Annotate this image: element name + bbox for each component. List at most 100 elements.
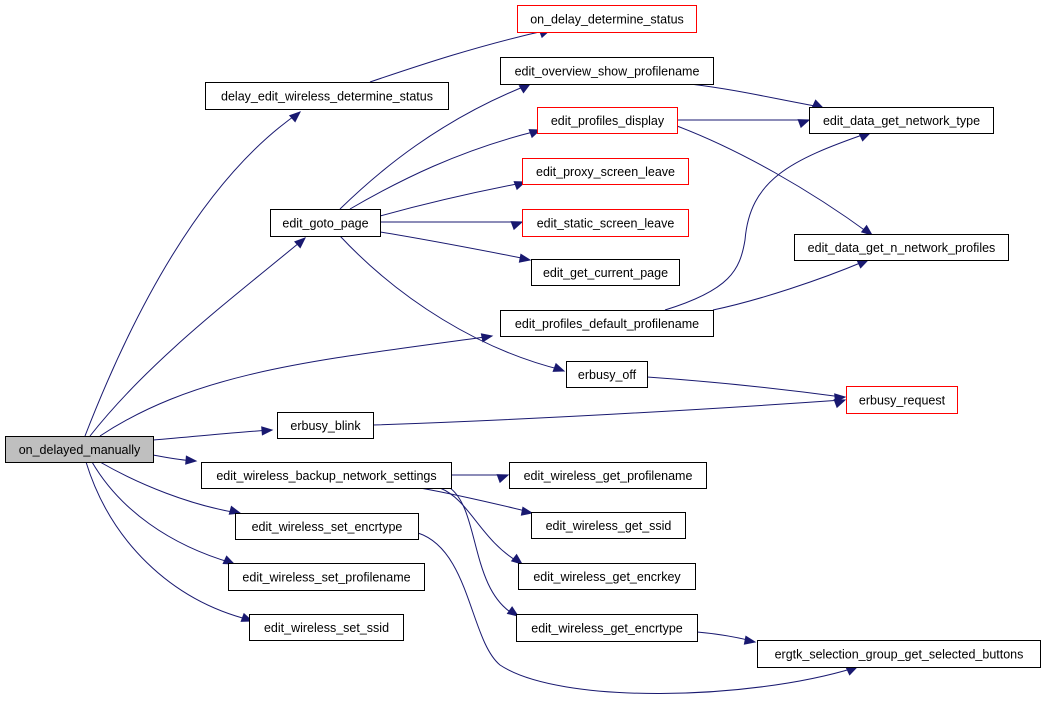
edge-edit-wireless-backup-network-settings-to-edit-wireless-get-ssid (419, 487, 534, 516)
node-edit-profiles-display[interactable]: edit_profiles_display (537, 107, 678, 134)
arrowhead-icon (860, 224, 874, 236)
node-box[interactable] (509, 462, 707, 489)
edge-line (379, 231, 528, 260)
edge-line (349, 130, 538, 210)
node-ergtk-selection-group-get-selected-buttons[interactable]: ergtk_selection_group_get_selected_butto… (757, 640, 1041, 668)
arrowhead-icon (552, 362, 566, 372)
arrowhead-icon (480, 333, 494, 343)
edge-erbusy-blink-to-erbusy-request (372, 399, 847, 426)
node-box[interactable] (757, 640, 1041, 668)
edge-line (439, 487, 521, 564)
edge-line (664, 132, 869, 311)
edge-edit-wireless-set-encrtype-to-ergtk-selection-group-get-selected-buttons (417, 532, 859, 694)
node-edit-wireless-get-ssid[interactable]: edit_wireless_get_ssid (531, 512, 686, 539)
node-edit-profiles-default-profilename[interactable]: edit_profiles_default_profilename (500, 310, 714, 337)
node-edit-proxy-screen-leave[interactable]: edit_proxy_screen_leave (522, 158, 689, 185)
edge-line (449, 487, 516, 616)
node-box[interactable] (500, 57, 714, 85)
node-label: edit_data_get_n_network_profiles (808, 241, 996, 255)
node-erbusy-off[interactable]: erbusy_off (566, 361, 648, 388)
node-box[interactable] (270, 209, 381, 237)
node-box[interactable] (205, 82, 449, 110)
arrowhead-icon (833, 399, 847, 409)
node-label: edit_proxy_screen_leave (536, 165, 675, 179)
edge-line (85, 461, 251, 621)
node-edit-overview-show-profilename[interactable]: edit_overview_show_profilename (500, 57, 714, 85)
node-edit-data-get-n-network-profiles[interactable]: edit_data_get_n_network_profiles (794, 234, 1009, 261)
node-label: erbusy_request (859, 394, 946, 408)
node-box[interactable] (566, 361, 648, 388)
node-box[interactable] (518, 563, 696, 590)
edge-line (417, 532, 855, 694)
node-edit-wireless-get-encrtype[interactable]: edit_wireless_get_encrtype (516, 614, 698, 642)
edge-line (379, 182, 523, 217)
arrowhead-icon (288, 111, 302, 123)
node-box[interactable] (537, 107, 678, 134)
edge-line (152, 429, 271, 441)
node-label: edit_goto_page (282, 217, 368, 231)
arrowhead-icon (496, 474, 510, 484)
node-box[interactable] (522, 158, 689, 185)
node-on-delayed-manually[interactable]: on_delayed_manually (5, 436, 154, 463)
node-box[interactable] (201, 462, 452, 489)
node-label: edit_static_screen_leave (537, 217, 675, 231)
edge-line (696, 631, 753, 642)
node-box[interactable] (531, 512, 686, 539)
node-label: edit_wireless_set_encrtype (252, 520, 403, 534)
node-label: edit_profiles_display (551, 114, 665, 128)
node-box[interactable] (228, 563, 425, 591)
node-label: edit_wireless_get_encrkey (533, 570, 681, 584)
edge-edit-wireless-get-encrtype-to-ergtk-selection-group-get-selected-buttons (696, 631, 757, 645)
node-box[interactable] (500, 310, 714, 337)
edge-line (689, 83, 822, 108)
edge-on-delayed-manually-to-edit-goto-page (89, 237, 307, 437)
node-box[interactable] (531, 259, 680, 286)
node-box[interactable] (794, 234, 1009, 261)
node-box[interactable] (235, 513, 419, 540)
node-edit-wireless-get-encrkey[interactable]: edit_wireless_get_encrkey (518, 563, 696, 590)
node-label: on_delayed_manually (19, 443, 141, 457)
node-box[interactable] (5, 436, 154, 463)
node-edit-wireless-get-profilename[interactable]: edit_wireless_get_profilename (509, 462, 707, 489)
edges-layer (84, 29, 874, 694)
edge-line (372, 399, 843, 426)
node-on-delay-determine-status[interactable]: on_delay_determine_status (517, 5, 697, 33)
node-label: erbusy_off (578, 368, 637, 382)
node-delay-edit-wireless-determine-status[interactable]: delay_edit_wireless_determine_status (205, 82, 449, 110)
node-box[interactable] (249, 614, 404, 641)
edge-edit-profiles-display-to-edit-data-get-n-network-profiles (676, 125, 874, 236)
node-edit-wireless-set-encrtype[interactable]: edit_wireless_set_encrtype (235, 513, 419, 540)
node-erbusy-blink[interactable]: erbusy_blink (277, 412, 374, 439)
node-edit-wireless-set-profilename[interactable]: edit_wireless_set_profilename (228, 563, 425, 591)
node-box[interactable] (516, 614, 698, 642)
edge-line (712, 260, 866, 311)
node-box[interactable] (277, 412, 374, 439)
node-label: erbusy_blink (290, 419, 361, 433)
arrowhead-icon (743, 635, 757, 645)
arrowhead-icon (510, 221, 524, 231)
node-edit-wireless-backup-network-settings[interactable]: edit_wireless_backup_network_settings (201, 462, 452, 489)
arrowhead-icon (185, 455, 198, 465)
node-erbusy-request[interactable]: erbusy_request (846, 386, 958, 414)
node-label: ergtk_selection_group_get_selected_butto… (775, 648, 1024, 662)
arrowhead-icon (294, 237, 307, 249)
edge-edit-wireless-backup-network-settings-to-edit-wireless-get-encrkey (439, 487, 524, 565)
arrowhead-icon (845, 666, 859, 676)
node-label: edit_wireless_backup_network_settings (216, 469, 436, 483)
edge-edit-goto-page-to-edit-proxy-screen-leave (379, 181, 527, 217)
arrowhead-icon (518, 83, 532, 94)
edge-line (89, 237, 306, 437)
edge-edit-overview-show-profilename-to-edit-data-get-network-type (689, 83, 825, 109)
node-edit-get-current-page[interactable]: edit_get_current_page (531, 259, 680, 286)
node-edit-static-screen-leave[interactable]: edit_static_screen_leave (522, 209, 689, 237)
edge-line (99, 335, 493, 437)
node-box[interactable] (846, 386, 958, 414)
node-box[interactable] (517, 5, 697, 33)
node-box[interactable] (522, 209, 689, 237)
node-edit-goto-page[interactable]: edit_goto_page (270, 209, 381, 237)
node-edit-wireless-set-ssid[interactable]: edit_wireless_set_ssid (249, 614, 404, 641)
arrowhead-icon (856, 259, 870, 269)
node-box[interactable] (809, 107, 994, 134)
arrowhead-icon (520, 506, 534, 516)
node-edit-data-get-network-type[interactable]: edit_data_get_network_type (809, 107, 994, 134)
